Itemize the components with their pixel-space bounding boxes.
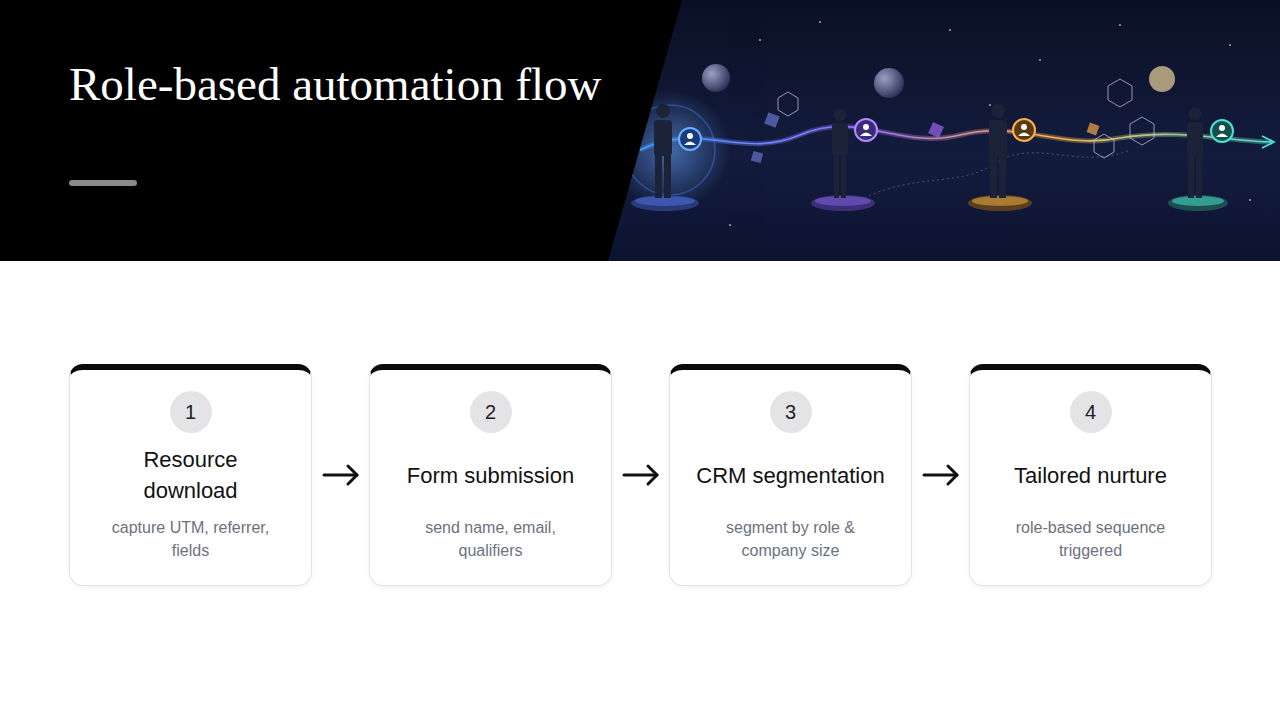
process-card: Tailored nurture role-based sequence trig…: [969, 364, 1212, 586]
arrow-line: [624, 474, 657, 477]
flow-arrow: [624, 466, 657, 484]
step-heading: Resource download: [116, 444, 266, 506]
flow-arrow: [924, 466, 957, 484]
step-description: send name, email, qualifiers: [400, 516, 582, 562]
step-number-circle: 3: [770, 391, 812, 433]
arrow-head: [648, 466, 657, 484]
step-number-circle: 1: [170, 391, 212, 433]
heading-zone: Tailored nurture: [970, 442, 1211, 508]
process-card: CRM segmentation segment by role & compan…: [669, 364, 912, 586]
step-heading: CRM segmentation: [696, 460, 884, 491]
heading-zone: CRM segmentation: [670, 442, 911, 508]
header-illustration: [0, 0, 1280, 261]
arrow-line: [924, 474, 957, 477]
process-card: Resource download capture UTM, referrer, …: [69, 364, 312, 586]
step-number-circle: 4: [1070, 391, 1112, 433]
flow-arrow: [324, 466, 357, 484]
step-description: role-based sequence triggered: [1000, 516, 1182, 562]
arrow-line: [324, 474, 357, 477]
step-number: 1: [185, 401, 196, 424]
arrow-head: [348, 466, 357, 484]
step-number: 3: [785, 401, 796, 424]
step-number: 2: [485, 401, 496, 424]
step-number-circle: 2: [470, 391, 512, 433]
heading-zone: Resource download: [70, 442, 311, 508]
step-heading: Form submission: [407, 460, 574, 491]
step-description: capture UTM, referrer, fields: [100, 516, 282, 562]
step-number: 4: [1085, 401, 1096, 424]
title-underline: [69, 180, 137, 186]
slide-title: Role-based automation flow: [69, 58, 609, 111]
process-card: Form submission send name, email, qualifi…: [369, 364, 612, 586]
step-heading: Tailored nurture: [1014, 460, 1167, 491]
heading-zone: Form submission: [370, 442, 611, 508]
arrow-head: [948, 466, 957, 484]
step-description: segment by role & company size: [700, 516, 882, 562]
